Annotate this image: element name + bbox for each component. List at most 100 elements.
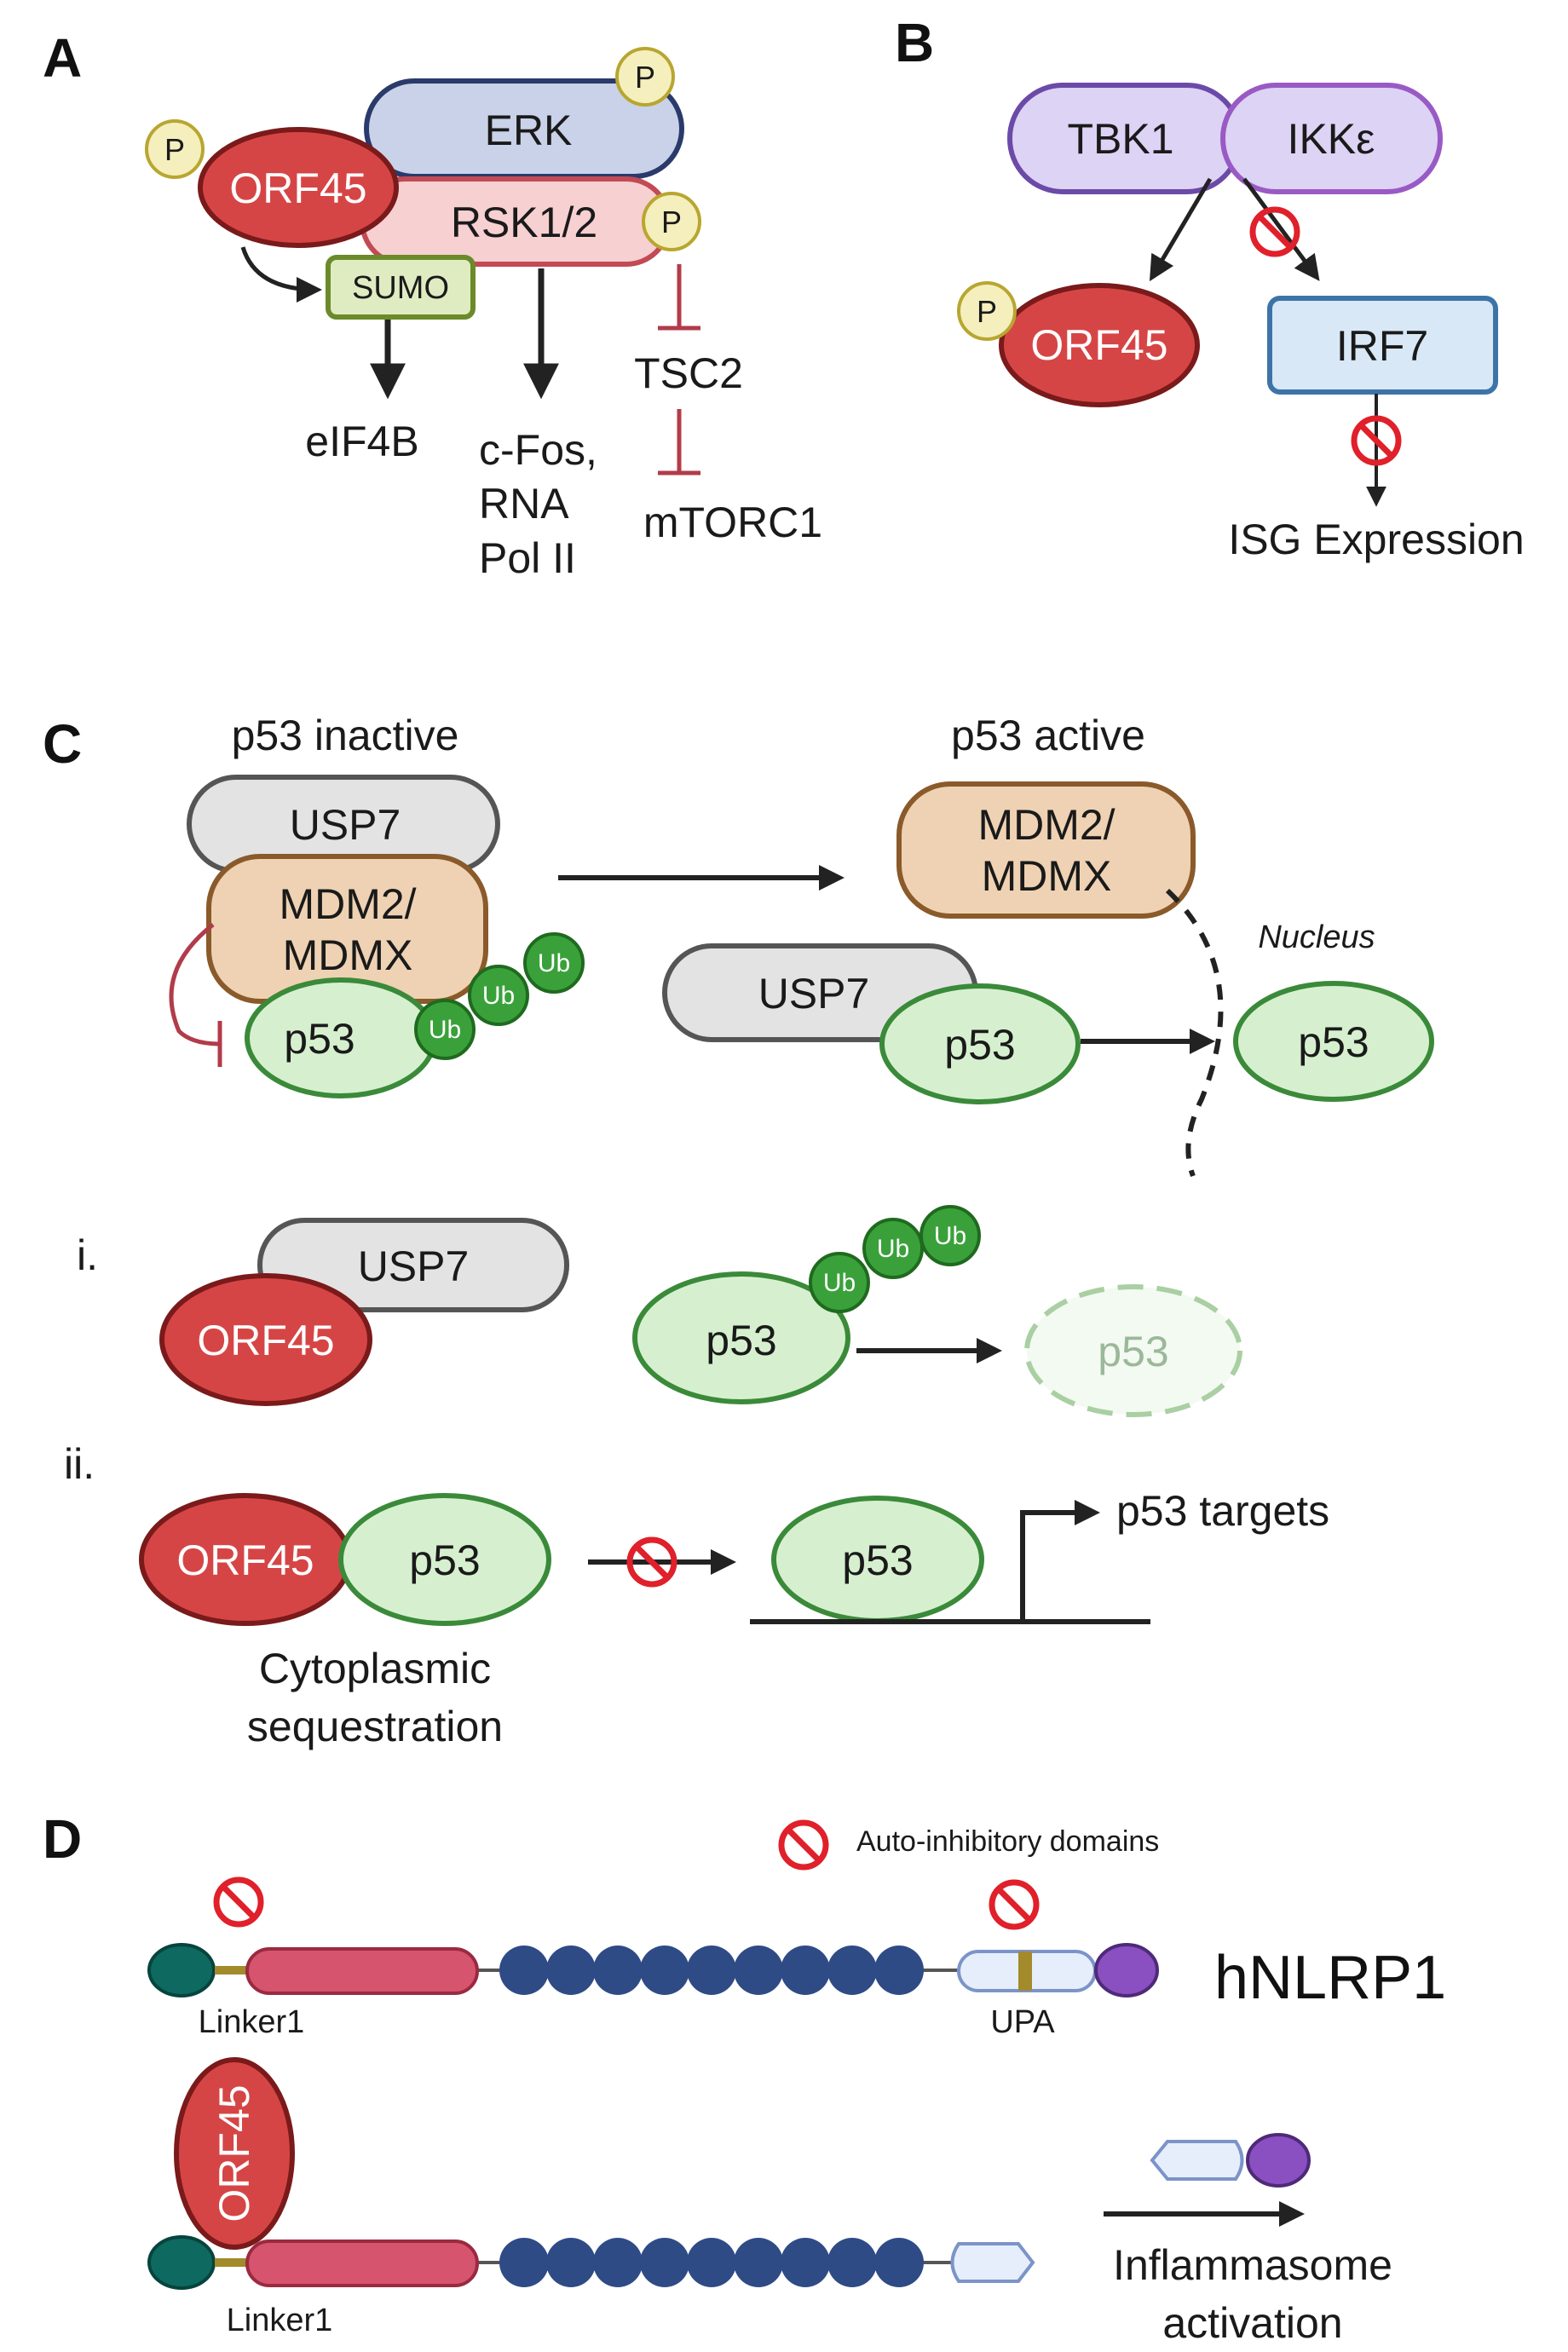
inflammasome-label-2: activation [1162, 2299, 1342, 2347]
lrr-repeat [640, 2238, 689, 2287]
arrow-icon [1149, 177, 1213, 282]
case-ii-label: ii. [64, 1440, 95, 1488]
arrow-icon [1242, 177, 1320, 281]
lrr-repeat [593, 2238, 643, 2287]
orf45-label: ORF45 [197, 1317, 334, 1364]
ikke-shape [1220, 83, 1443, 194]
cytoplasmic-label-1: Cytoplasmic [259, 1645, 491, 1692]
p53-shape [879, 983, 1081, 1104]
lrr-repeat [734, 1946, 783, 1995]
nucleus-label: Nucleus [1258, 919, 1375, 955]
ubiquitin-icon [523, 932, 585, 994]
lrr-repeat [734, 2238, 783, 2287]
p53-label: p53 [944, 1021, 1015, 1069]
no-symbol-icon [216, 1880, 261, 1924]
sumo-label: SUMO [352, 270, 449, 306]
phospho-icon [145, 119, 205, 179]
mdm2-label-1: MDM2/ [279, 880, 416, 928]
tsc2-label: TSC2 [634, 349, 743, 397]
linker1-label: Linker1 [199, 2004, 305, 2040]
p53-label: p53 [1298, 1018, 1369, 1066]
inhibition-bar-icon [169, 923, 221, 1046]
panel-c: C p53 inactive p53 active USP7 MDM2/ MDM… [43, 712, 1434, 1750]
lrr-repeat [687, 1946, 736, 1995]
hnlrp1-label: hNLRP1 [1214, 1944, 1446, 2012]
p53-active-label: p53 active [951, 712, 1145, 759]
orf45-label: ORF45 [176, 1536, 314, 1584]
nacht-domain [245, 1947, 479, 1995]
lrr-repeat [640, 1946, 689, 1995]
usp7-label: USP7 [290, 801, 401, 849]
arrow-icon [240, 246, 322, 303]
p53-label: p53 [409, 1536, 480, 1584]
case-i-label: i. [77, 1231, 98, 1279]
lrr-repeat [593, 1946, 643, 1995]
linker1-segment [215, 2258, 249, 2267]
p53-label: p53 [842, 1536, 913, 1584]
inflammasome-label-1: Inflammasome [1113, 2241, 1392, 2289]
nacht-domain [245, 2240, 479, 2287]
upa-fragment [1150, 2140, 1244, 2181]
phospho-icon [615, 47, 675, 107]
lrr-repeat [687, 2238, 736, 2287]
ubiquitin-icon [862, 1218, 924, 1279]
p53-label: p53 [706, 1317, 776, 1364]
p53-targets-label: p53 targets [1116, 1487, 1329, 1535]
cfos-label-2: RNA [479, 480, 569, 527]
tbk1-label: TBK1 [1067, 115, 1173, 163]
p53-shape [632, 1271, 850, 1404]
mdm2-label-1: MDM2/ [977, 801, 1115, 849]
lrr-repeat [546, 2238, 596, 2287]
p53-inactive-label: p53 inactive [232, 712, 459, 759]
panel-d: D Auto-inhibitory domains Linker1 UPA hN… [43, 1808, 1446, 2347]
orf45-label: ORF45 [229, 164, 366, 212]
rsk-p-label: P [661, 205, 682, 239]
promoter-arrow-icon [1020, 1500, 1100, 1622]
svg-text:Ub: Ub [482, 982, 515, 1010]
phospho-icon [642, 192, 701, 251]
svg-text:Ub: Ub [538, 949, 570, 977]
erk-label: ERK [485, 107, 573, 154]
nucleus-boundary [1165, 888, 1224, 1178]
panel-b-letter: B [895, 12, 934, 73]
p53-shape [338, 1493, 551, 1626]
phospho-icon [957, 281, 1017, 341]
pyd-domain [147, 2235, 216, 2290]
svg-text:Ub: Ub [877, 1235, 909, 1263]
degraded-p53-shape [1024, 1284, 1242, 1417]
mdm2-label-2: MDMX [982, 852, 1112, 900]
mtorc1-label: mTORC1 [643, 499, 822, 546]
svg-text:Ub: Ub [429, 1016, 461, 1044]
cfos-label-3: Pol II [479, 534, 576, 582]
lrr-repeat [499, 1946, 549, 1995]
mdm2-label-2: MDMX [283, 931, 413, 979]
rsk-label: RSK1/2 [451, 199, 597, 246]
svg-text:Ub: Ub [934, 1222, 966, 1250]
ubiquitin-icon [809, 1252, 870, 1313]
ikke-label: IKKε [1288, 115, 1375, 163]
panel-a-letter: A [43, 27, 82, 89]
erk-p-label: P [635, 60, 655, 95]
pyd-domain [147, 1943, 216, 1997]
panel-d-letter: D [43, 1808, 82, 1870]
lrr-repeat [874, 1946, 924, 1995]
cytoplasmic-label-2: sequestration [247, 1703, 503, 1750]
ubiquitin-icon [414, 999, 476, 1060]
ubiquitin-icon [919, 1205, 981, 1266]
no-symbol-icon [781, 1823, 826, 1867]
panel-a: A ERK P RSK1/2 P ORF45 P SUMO eIF4B c-Fo… [43, 27, 822, 582]
upa-fragment [950, 2242, 1035, 2283]
irf7-label: IRF7 [1336, 322, 1428, 370]
auto-inhibitory-legend: Auto-inhibitory domains [856, 1825, 1159, 1858]
lrr-repeat [827, 2238, 877, 2287]
orf45-label: ORF45 [210, 2084, 258, 2222]
upa-label: UPA [990, 2004, 1055, 2040]
orf45-shape [174, 2057, 295, 2250]
usp7-label: USP7 [758, 970, 870, 1017]
orf45-label: ORF45 [1030, 321, 1167, 369]
panel-c-letter: C [43, 713, 82, 775]
lrr-repeat [781, 2238, 830, 2287]
linker1-segment [215, 1966, 249, 1974]
mdm2-shape [896, 781, 1196, 919]
